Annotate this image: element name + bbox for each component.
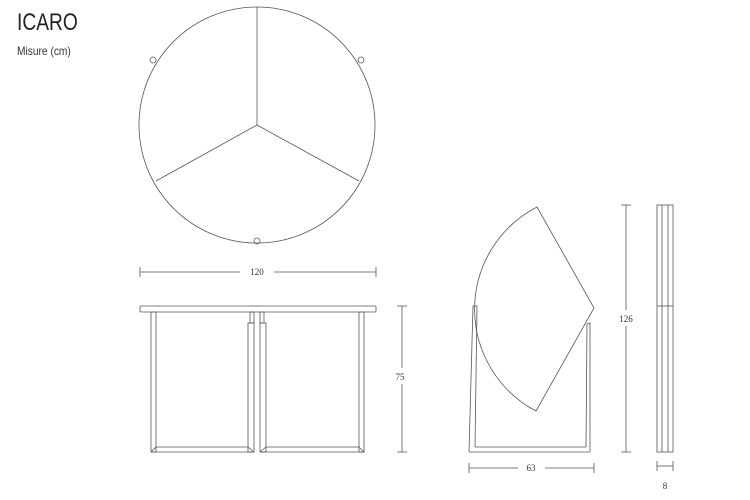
product-title: ICARO: [17, 9, 78, 36]
leg-center: [247, 322, 255, 453]
seam-line: [155, 124, 258, 182]
leg-center: [259, 322, 267, 453]
height-label: 75: [396, 372, 406, 382]
units-label: Misure (cm): [17, 44, 71, 58]
dimension-depth: 63: [468, 463, 595, 473]
dimension-width: 120: [139, 267, 377, 277]
depth-label: 63: [527, 463, 537, 473]
thickness-label: 8: [663, 481, 668, 491]
leg-left: [150, 311, 157, 453]
dimension-height: 75: [396, 305, 407, 453]
seam-line: [256, 124, 360, 182]
tabletop-edge: [139, 305, 377, 313]
dimension-mirror-height: 126: [619, 204, 633, 453]
top-view: [138, 6, 376, 245]
post-left: [468, 305, 478, 453]
hinge-knob: [253, 237, 261, 245]
mirror-height-label: 126: [619, 314, 633, 324]
hinge-knob: [357, 56, 365, 64]
side-view: [468, 206, 595, 453]
edge-view: [656, 204, 674, 453]
leg-right: [358, 311, 365, 453]
width-label: 120: [250, 267, 264, 277]
mirror-sector: [474, 206, 595, 412]
hinge-knob: [149, 56, 157, 64]
front-view: [139, 305, 377, 453]
dimension-thickness: 8: [656, 461, 674, 491]
